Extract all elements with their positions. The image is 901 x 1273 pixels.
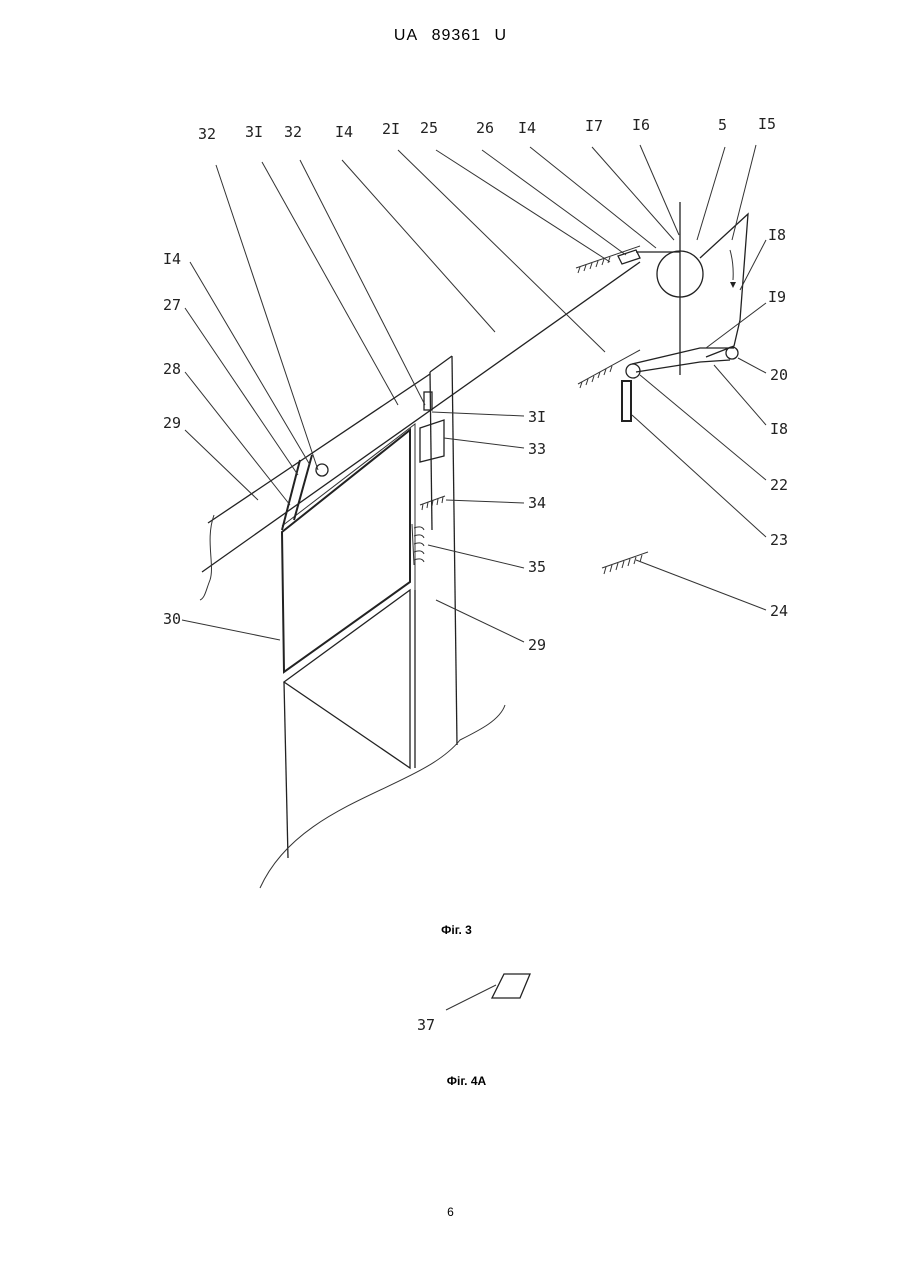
comb-34 bbox=[420, 496, 445, 510]
arm-18 bbox=[636, 360, 730, 372]
label-21: 2I bbox=[382, 120, 400, 138]
label-15: I5 bbox=[758, 115, 776, 133]
control-box-33 bbox=[420, 420, 444, 462]
label-20: 20 bbox=[770, 366, 788, 384]
rail-lower bbox=[208, 374, 430, 523]
frame-15 bbox=[700, 214, 748, 357]
label-34: 34 bbox=[528, 494, 546, 512]
label-26: 26 bbox=[476, 119, 494, 137]
roller-22 bbox=[626, 364, 640, 378]
weight-23 bbox=[622, 381, 631, 421]
label-19: I9 bbox=[768, 288, 786, 306]
break-curve bbox=[200, 515, 214, 600]
roller-20 bbox=[726, 347, 738, 359]
label-18b: I8 bbox=[770, 420, 788, 438]
rail-line bbox=[202, 262, 640, 572]
label-14b: I4 bbox=[518, 119, 536, 137]
door-panel-lower bbox=[284, 590, 415, 858]
label-37: 37 bbox=[417, 1016, 435, 1034]
figure-3-caption: Фіг. 3 bbox=[6, 923, 901, 937]
label-5: 5 bbox=[718, 116, 727, 134]
label-32b: 32 bbox=[284, 123, 302, 141]
arrow-head bbox=[730, 282, 736, 288]
carriage-left bbox=[282, 455, 328, 530]
label-29b: 29 bbox=[528, 636, 546, 654]
label-24: 24 bbox=[770, 602, 788, 620]
label-28: 28 bbox=[163, 360, 181, 378]
label-14c: I4 bbox=[163, 250, 181, 268]
label-17: I7 bbox=[585, 117, 603, 135]
figure-4a-caption: Фіг. 4А bbox=[16, 1074, 901, 1088]
leader-lines bbox=[182, 145, 766, 642]
figure-4a-drawing bbox=[446, 974, 530, 1010]
label-27: 27 bbox=[163, 296, 181, 314]
label-23: 23 bbox=[770, 531, 788, 549]
label-14a: I4 bbox=[335, 123, 353, 141]
label-25: 25 bbox=[420, 119, 438, 137]
coil-35 bbox=[412, 524, 424, 565]
label-33: 33 bbox=[528, 440, 546, 458]
comb-24 bbox=[602, 552, 648, 574]
rotation-arrow bbox=[730, 250, 733, 280]
label-29a: 29 bbox=[163, 414, 181, 432]
label-30: 30 bbox=[163, 610, 181, 628]
label-35: 35 bbox=[528, 558, 546, 576]
arm-19 bbox=[632, 348, 734, 364]
label-22: 22 bbox=[770, 476, 788, 494]
floor-curve bbox=[260, 705, 505, 888]
page-number: 6 bbox=[0, 1205, 901, 1219]
label-32a: 32 bbox=[198, 125, 216, 143]
label-31b: 3I bbox=[528, 408, 546, 426]
label-18a: I8 bbox=[768, 226, 786, 244]
label-31a: 3I bbox=[245, 123, 263, 141]
label-16: I6 bbox=[632, 116, 650, 134]
